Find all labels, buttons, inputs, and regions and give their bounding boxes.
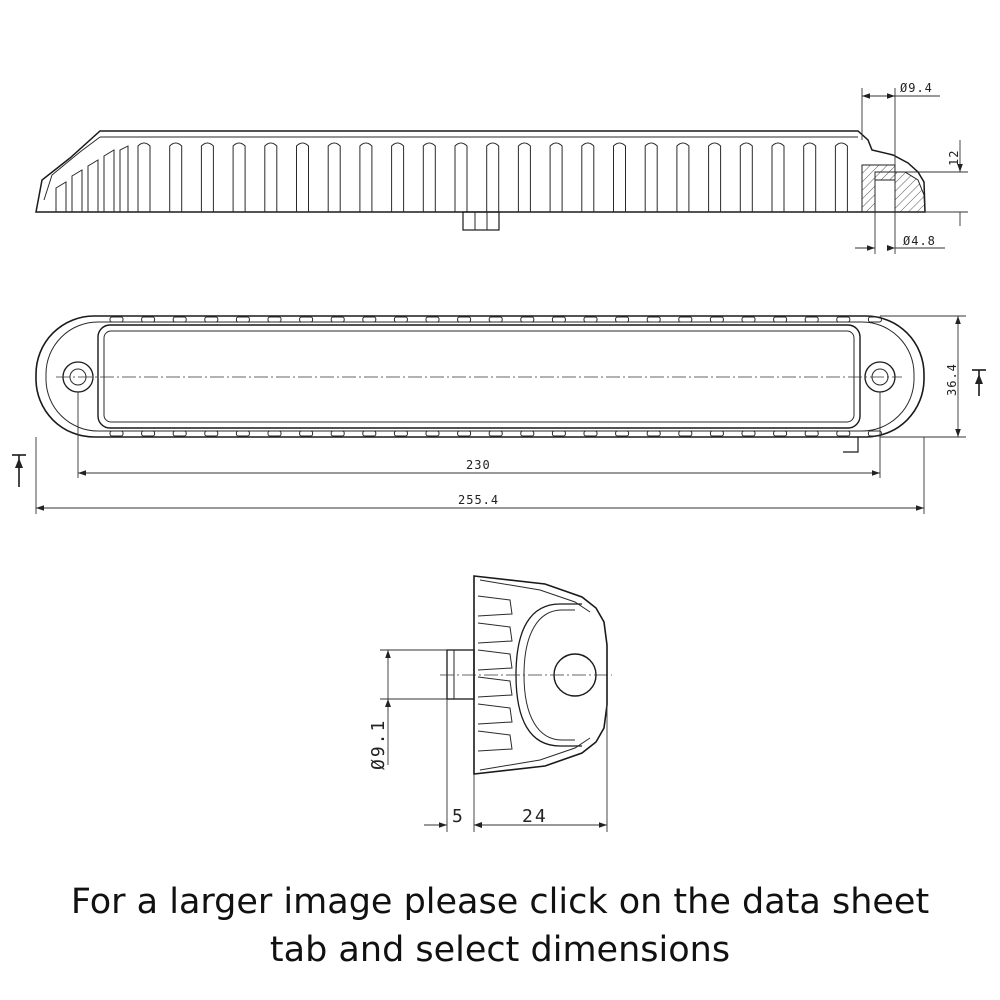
dim-hole-bottom: Ø4.8 xyxy=(903,234,936,248)
section-marker-left xyxy=(12,454,26,487)
dim-diameter: Ø9.1 xyxy=(368,719,389,770)
end-view: Ø9.1 5 24 xyxy=(368,575,612,832)
caption-line-2: tab and select dimensions xyxy=(269,930,731,970)
plan-view-fins-top xyxy=(109,316,882,323)
dim-overall-length: 255.4 xyxy=(458,493,499,507)
technical-drawing: Ø9.4 12 Ø4.8 36.4 xyxy=(12,81,986,832)
end-view-fins xyxy=(477,595,513,752)
side-view: Ø9.4 12 Ø4.8 xyxy=(35,81,968,254)
dim-hole-top: Ø9.4 xyxy=(900,81,933,95)
dim-depth: 24 xyxy=(522,806,548,827)
caption-line-1: For a larger image please click on the d… xyxy=(70,882,930,922)
dim-stud-length: 5 xyxy=(452,806,465,827)
plan-view-fins-bottom xyxy=(109,430,882,437)
plan-view: 36.4 230 255.4 xyxy=(12,315,986,514)
dim-hole-spacing: 230 xyxy=(466,458,491,472)
side-view-fins xyxy=(137,142,848,212)
dim-width: 36.4 xyxy=(945,363,959,396)
section-marker-right xyxy=(972,369,986,396)
dim-height: 12 xyxy=(947,150,961,166)
